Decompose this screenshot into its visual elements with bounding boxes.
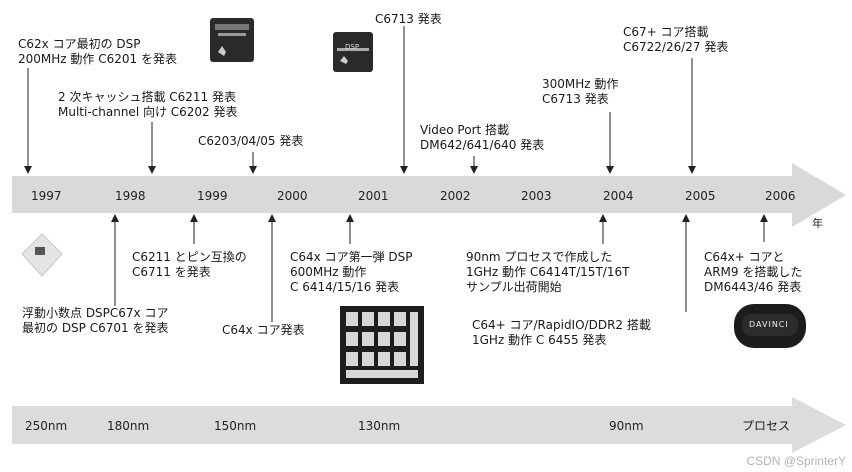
process-node-label: 130nm: [358, 419, 401, 433]
event-line: 1GHz 動作 C6414T/15T/16T: [466, 265, 630, 279]
event-c6713-300mhz: 300MHz 動作 C6713 発表: [542, 77, 618, 107]
davinci-chip-image: [734, 304, 806, 348]
event-line: ARM9 を搭載した: [704, 265, 803, 279]
event-line: C 6414/15/16 発表: [290, 280, 400, 294]
event-line: C6713 発表: [542, 92, 609, 106]
event-line: サンプル出荷開始: [466, 280, 562, 294]
year-label: 2001: [358, 189, 389, 203]
event-c6201: C62x コア最初の DSP 200MHz 動作 C6201 を発表: [18, 37, 177, 67]
event-dm6443: C64x+ コアと ARM9 を搭載した DM6443/46 発表: [704, 250, 802, 295]
year-label: 2000: [277, 189, 308, 203]
year-label: 1999: [197, 189, 228, 203]
chip-image-1: [210, 18, 254, 62]
event-line: 最初の DSP C6701 を発表: [22, 321, 169, 335]
event-line: C64x+ コアと: [704, 250, 785, 264]
process-node-label: 90nm: [609, 419, 644, 433]
event-line: 600MHz 動作: [290, 265, 367, 279]
event-line: C6711 を発表: [132, 265, 211, 279]
process-node-label: プロセス: [742, 419, 791, 433]
event-line: C67+ コア搭載: [623, 25, 709, 39]
year-axis-suffix: 年: [812, 217, 823, 230]
event-line: C64x コア第一弾 DSP: [290, 250, 413, 264]
year-label: 2005: [685, 189, 716, 203]
event-line: Video Port 搭載: [420, 123, 510, 137]
event-line: Multi-channel 向け C6202 発表: [58, 105, 238, 119]
year-label: 1997: [31, 189, 62, 203]
event-line: C6203/04/05 発表: [198, 134, 304, 148]
event-line: C6722/26/27 発表: [623, 40, 729, 54]
chip2-label: DSP: [345, 43, 360, 51]
event-c6203: C6203/04/05 発表: [198, 134, 303, 149]
year-label: 2006: [765, 189, 796, 203]
event-line: DM642/641/640 発表: [420, 138, 545, 152]
watermark: CSDN @SprinterY: [746, 454, 846, 468]
event-c67plus: C67+ コア搭載 C6722/26/27 発表: [623, 25, 728, 55]
event-line: 300MHz 動作: [542, 77, 619, 91]
event-line: 浮動小数点 DSPC67x コア: [22, 306, 169, 320]
event-c6711: C6211 とピン互換の C6711 を発表: [132, 250, 247, 280]
davinci-label: DAVINCI: [749, 320, 789, 329]
year-label: 2002: [440, 189, 471, 203]
year-arrow-shape: [12, 163, 846, 227]
event-line: 200MHz 動作 C6201 を発表: [18, 52, 177, 66]
event-line: C62x コア最初の DSP: [18, 37, 141, 51]
event-c6211-c6202: 2 次キャッシュ搭載 C6211 発表 Multi-channel 向け C62…: [58, 90, 238, 120]
event-line: C6713 発表: [375, 12, 442, 26]
year-label: 2003: [521, 189, 552, 203]
event-line: 1GHz 動作 C 6455 発表: [472, 333, 607, 347]
chip-image-3: [21, 233, 63, 277]
event-line: C6211 とピン互換の: [132, 250, 247, 264]
event-line: C64x コア発表: [222, 323, 305, 337]
event-line: 2 次キャッシュ搭載 C6211 発表: [58, 90, 236, 104]
event-c6455: C64+ コア/RapidIO/DDR2 搭載 1GHz 動作 C 6455 発…: [472, 318, 651, 348]
event-c64x: C64x コア発表: [222, 323, 305, 338]
event-line: DM6443/46 発表: [704, 280, 802, 294]
process-node-label: 150nm: [214, 419, 257, 433]
event-line: 90nm プロセスで作成した: [466, 250, 613, 264]
chip-image-2: [333, 32, 373, 72]
process-node-label: 250nm: [25, 419, 68, 433]
year-label: 2004: [603, 189, 634, 203]
process-node-label: 180nm: [107, 419, 150, 433]
process-arrow-shape: [12, 397, 846, 453]
event-c6713-2001: C6713 発表: [375, 12, 442, 27]
chip-die-image: [340, 306, 424, 384]
event-c6414t: 90nm プロセスで作成した 1GHz 動作 C6414T/15T/16T サン…: [466, 250, 629, 295]
event-c6414: C64x コア第一弾 DSP 600MHz 動作 C 6414/15/16 発表: [290, 250, 412, 295]
event-c6701: 浮動小数点 DSPC67x コア 最初の DSP C6701 を発表: [22, 306, 168, 336]
year-label: 1998: [115, 189, 146, 203]
event-line: C64+ コア/RapidIO/DDR2 搭載: [472, 318, 651, 332]
event-dm642: Video Port 搭載 DM642/641/640 発表: [420, 123, 544, 153]
